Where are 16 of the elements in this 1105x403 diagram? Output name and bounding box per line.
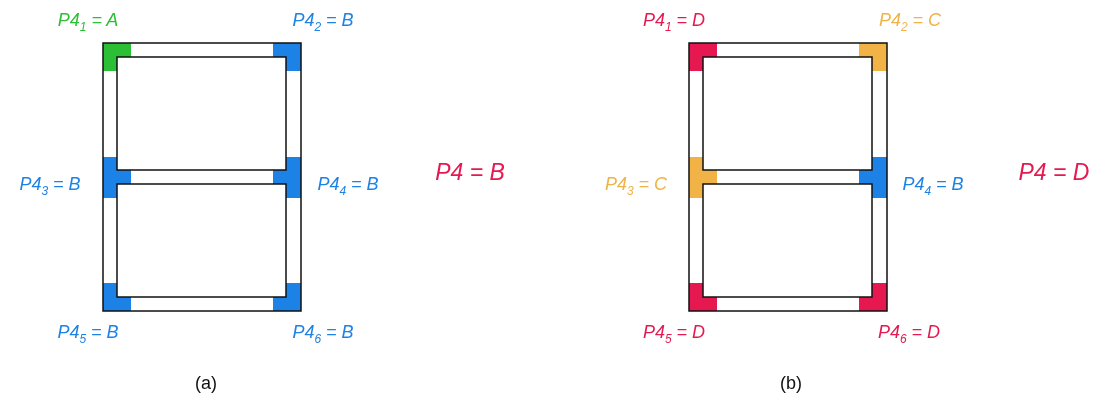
equation-label: P4 = B bbox=[435, 160, 505, 184]
equation-label: P4$_{4}$ = B bbox=[902, 173, 964, 196]
equation-label: P4$_{4}$ = B bbox=[317, 173, 379, 196]
panel-caption: (a) bbox=[195, 372, 217, 395]
equation-label: P4$_{3}$ = B bbox=[19, 173, 81, 196]
equation-label: P4$_{2}$ = B bbox=[292, 9, 354, 32]
equation-label: P4$_{5}$ = B bbox=[57, 321, 119, 344]
equation-label: P4$_{1}$ = A bbox=[57, 9, 119, 32]
equation-label: P4$_{6}$ = D bbox=[877, 321, 941, 344]
equation-label: P4$_{6}$ = B bbox=[292, 321, 354, 344]
equation-label: P4$_{5}$ = D bbox=[642, 321, 706, 344]
equation-label: P4$_{3}$ = C bbox=[604, 173, 668, 196]
equation-label: P4$_{1}$ = D bbox=[642, 9, 706, 32]
panel-caption: (b) bbox=[780, 372, 802, 395]
equation-label: P4 = D bbox=[1018, 160, 1090, 184]
equation-label: P4$_{2}$ = C bbox=[878, 9, 942, 32]
